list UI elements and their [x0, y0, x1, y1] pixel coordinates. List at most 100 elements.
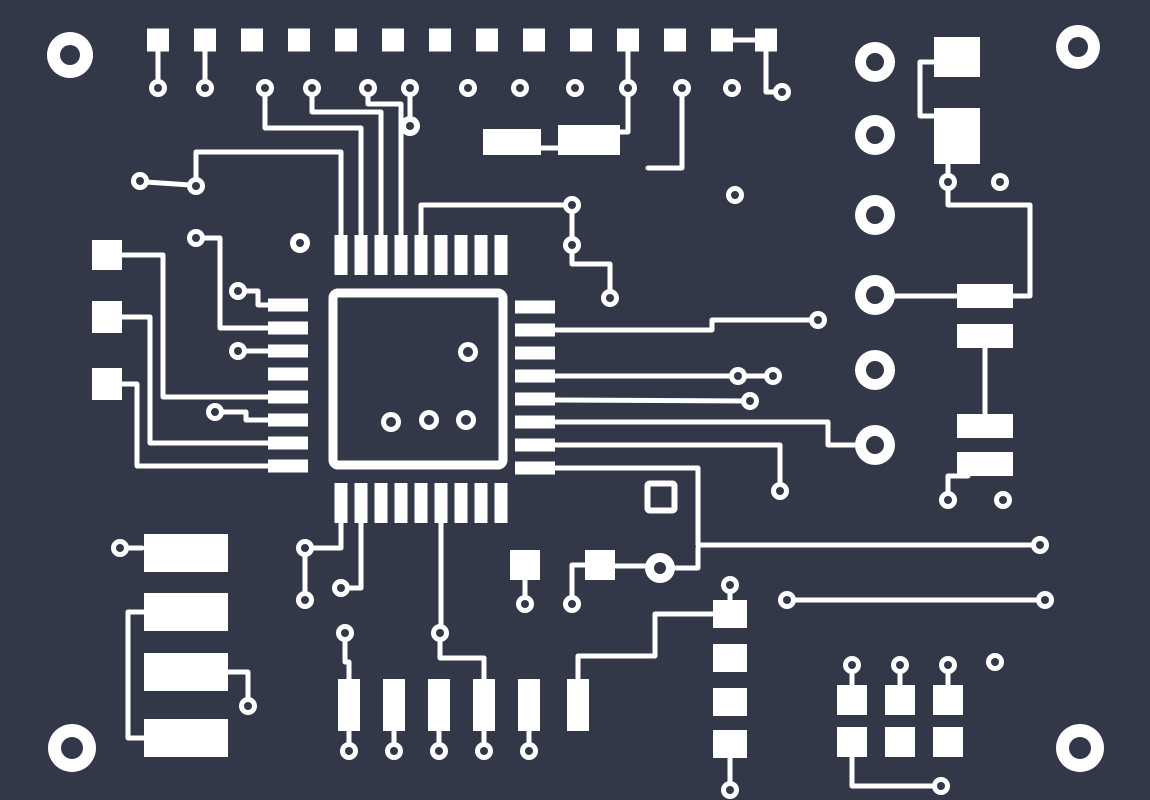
smd-pad: [92, 301, 122, 333]
via-hole: [866, 206, 884, 224]
via-hole: [678, 84, 686, 92]
via-hole: [726, 786, 734, 794]
via-hole: [728, 84, 736, 92]
smd-pad: [755, 28, 777, 52]
via-hole: [778, 88, 786, 96]
trace: [553, 442, 783, 489]
smd-pad: [429, 28, 451, 52]
smd-pad: [510, 550, 540, 580]
via-hole: [999, 496, 1007, 504]
smd-pad: [523, 28, 545, 52]
smd-pad: [957, 324, 1013, 348]
via-hole: [1041, 596, 1049, 604]
via-hole: [296, 239, 304, 247]
trace: [342, 635, 352, 683]
trace: [569, 562, 589, 602]
via-hole: [624, 84, 632, 92]
trace: [849, 753, 939, 789]
smd-pad: [515, 392, 555, 406]
trace: [418, 202, 569, 240]
trace: [143, 179, 193, 188]
via-hole: [654, 562, 666, 574]
smd-pad: [144, 593, 228, 631]
via-hole: [568, 201, 576, 209]
via-hole: [996, 178, 1004, 186]
trace: [125, 609, 148, 741]
trace: [645, 93, 685, 171]
trace: [437, 635, 487, 683]
smd-pad: [934, 108, 980, 164]
via-hole: [234, 347, 242, 355]
via-hole: [386, 417, 396, 427]
via-hole: [746, 397, 754, 405]
via-hole: [516, 84, 524, 92]
via-hole: [261, 84, 269, 92]
smd-pad: [144, 534, 228, 572]
via-hole: [201, 84, 209, 92]
trace: [553, 465, 1038, 548]
pads-layer: [92, 28, 1013, 758]
smd-pad: [934, 37, 980, 77]
smd-pad: [933, 727, 963, 757]
smd-pad: [268, 436, 308, 450]
via-hole: [424, 415, 434, 425]
mounting-hole-drill: [1068, 37, 1088, 57]
smd-pad: [494, 483, 508, 523]
via-hole: [435, 747, 443, 755]
smd-pad: [473, 679, 495, 731]
via-hole: [944, 661, 952, 669]
trace: [673, 545, 701, 571]
via-hole: [568, 241, 576, 249]
mounting-hole-drill: [60, 45, 80, 65]
smd-pad: [957, 452, 1013, 476]
via-hole: [866, 361, 884, 379]
trace: [553, 317, 815, 333]
trace: [193, 149, 344, 240]
smd-pad: [374, 483, 388, 523]
via-hole: [192, 234, 200, 242]
via-hole: [341, 629, 349, 637]
smd-pad: [268, 321, 308, 335]
smd-pad: [144, 719, 228, 757]
smd-pad: [338, 679, 360, 731]
smd-pad: [476, 28, 498, 52]
smd-pad: [558, 125, 620, 155]
smd-pad: [194, 28, 216, 52]
smd-pad: [585, 550, 615, 580]
smd-pad: [567, 679, 589, 731]
smd-pad: [515, 369, 555, 383]
trace: [262, 93, 364, 240]
smd-pad: [394, 483, 408, 523]
via-hole: [337, 584, 345, 592]
via-hole: [944, 178, 952, 186]
via-hole: [480, 747, 488, 755]
via-hole: [406, 84, 414, 92]
mount-holes-layer: [47, 25, 1104, 772]
trace: [117, 314, 271, 446]
mounting-hole-drill: [61, 737, 83, 759]
smd-pad: [268, 413, 308, 427]
smd-pad: [515, 415, 555, 429]
trace: [235, 288, 271, 308]
via-hole: [726, 581, 734, 589]
trace: [212, 409, 271, 423]
smd-pad: [394, 235, 408, 275]
smd-pad: [354, 235, 368, 275]
smd-pad: [334, 483, 348, 523]
trace: [945, 473, 971, 497]
via-hole: [866, 53, 884, 71]
smd-pad: [713, 730, 747, 758]
mounting-hole-drill: [1069, 737, 1091, 759]
via-hole: [731, 191, 739, 199]
via-hole: [301, 596, 309, 604]
via-hole: [244, 702, 252, 710]
via-hole: [896, 661, 904, 669]
smd-pad: [434, 483, 448, 523]
trace: [553, 397, 751, 404]
trace: [117, 381, 271, 469]
trace: [917, 59, 937, 119]
smd-pad: [515, 323, 555, 337]
hollow-pad-outline: [644, 480, 678, 514]
smd-pad: [837, 685, 867, 715]
